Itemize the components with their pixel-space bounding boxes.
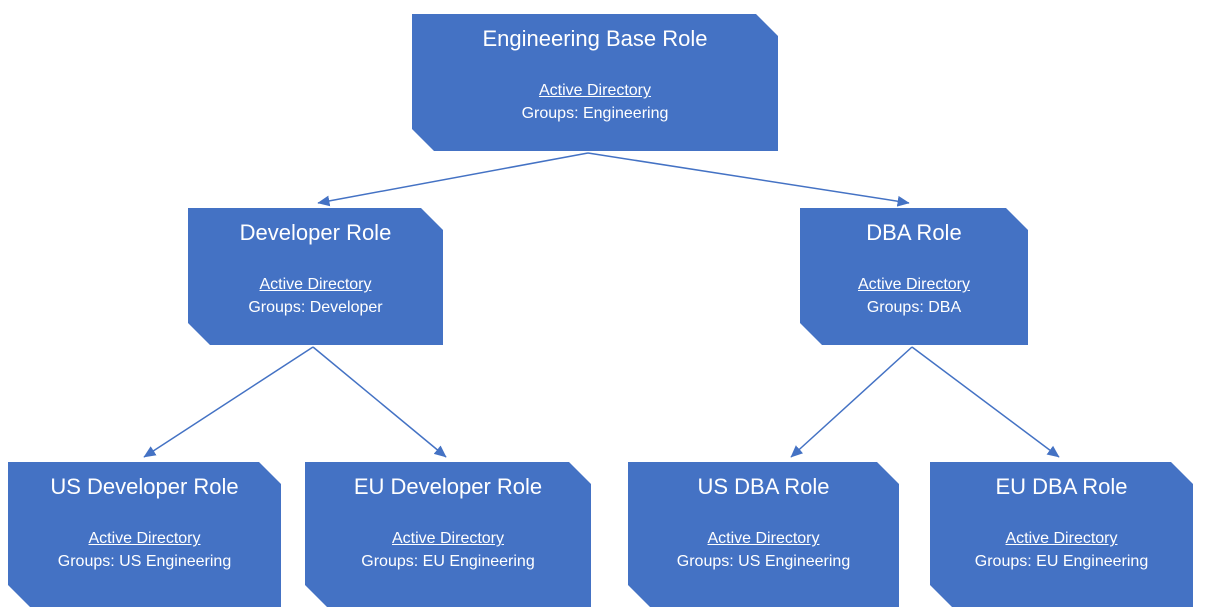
node-subtitle: Active Directory [707, 530, 820, 548]
node-detail: Groups: US Engineering [57, 553, 232, 571]
node-detail: Groups: EU Engineering [361, 553, 535, 571]
node-title: Engineering Base Role [482, 26, 708, 51]
node-title: US Developer Role [50, 474, 239, 499]
node-subtitle: Active Directory [857, 276, 971, 294]
node-developer-role: Developer Role Active Directory Groups: … [188, 208, 443, 345]
node-title: EU DBA Role [995, 474, 1128, 499]
node-eu-developer-role: EU Developer Role Active Directory Group… [305, 462, 591, 607]
node-us-dba-role: US DBA Role Active Directory Groups: US … [628, 462, 899, 607]
node-detail: Groups: EU Engineering [974, 553, 1149, 571]
node-detail: Groups: Engineering [521, 105, 669, 123]
connector-engineering-to-developer [317, 152, 589, 207]
node-subtitle: Active Directory [538, 82, 652, 100]
node-title: DBA Role [866, 220, 962, 245]
connector-engineering-to-dba [587, 152, 910, 207]
node-subtitle: Active Directory [391, 530, 505, 548]
node-engineering-base-role: Engineering Base Role Active Directory G… [412, 14, 778, 151]
node-subtitle: Active Directory [259, 276, 372, 294]
node-eu-dba-role: EU DBA Role Active Directory Groups: EU … [930, 462, 1193, 607]
node-title: Developer Role [239, 220, 392, 245]
node-title: EU Developer Role [353, 474, 543, 499]
node-subtitle: Active Directory [1005, 530, 1118, 548]
node-detail: Groups: US Engineering [676, 553, 851, 571]
connector-developer-to-us-developer [143, 346, 314, 458]
node-title: US DBA Role [697, 474, 830, 499]
node-dba-role: DBA Role Active Directory Groups: DBA [800, 208, 1028, 345]
connector-developer-to-eu-developer [312, 346, 447, 458]
connector-dba-to-eu-dba [911, 346, 1060, 458]
node-detail: Groups: DBA [866, 299, 962, 317]
node-us-developer-role: US Developer Role Active Directory Group… [8, 462, 281, 607]
node-subtitle: Active Directory [88, 530, 201, 548]
connector-dba-to-us-dba [790, 346, 913, 458]
node-detail: Groups: Developer [248, 299, 383, 317]
